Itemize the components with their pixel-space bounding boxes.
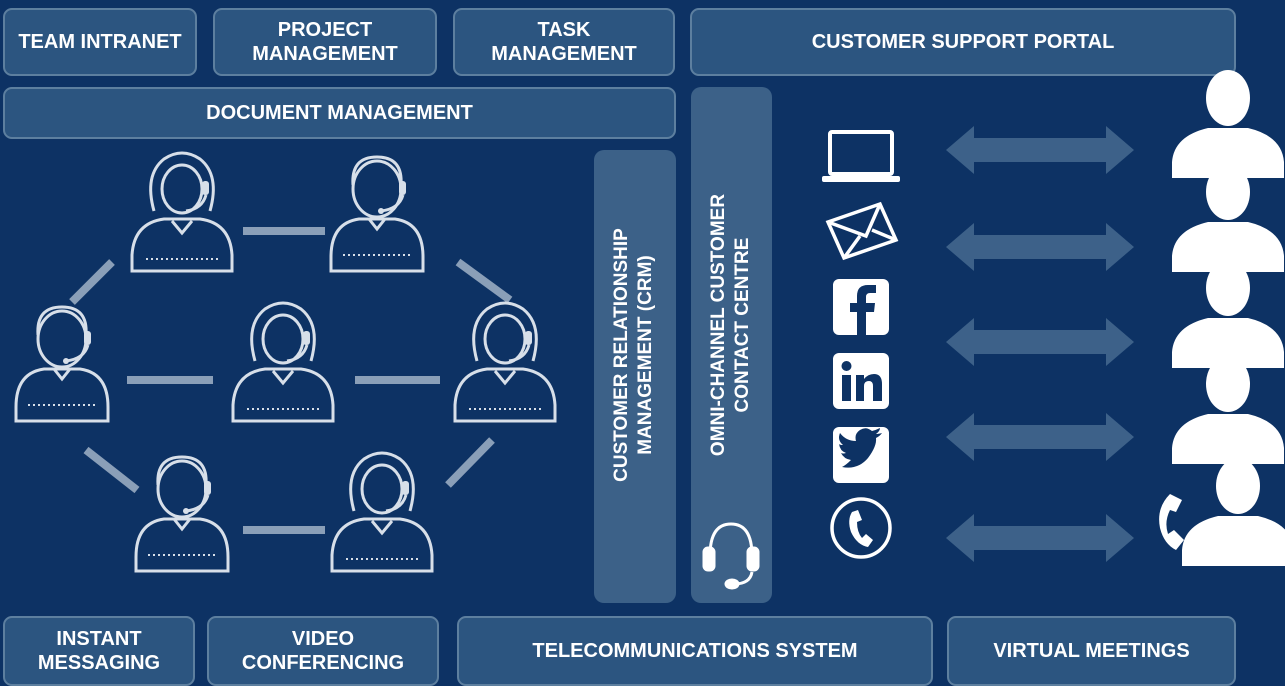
envelope-icon (825, 201, 899, 261)
project-management-box: PROJECT MANAGEMENT (213, 8, 437, 76)
customer-icon-3 (1172, 260, 1284, 368)
customer-support-portal-box: CUSTOMER SUPPORT PORTAL (690, 8, 1236, 76)
team-intranet-box: TEAM INTRANET (3, 8, 197, 76)
laptop-icon (822, 130, 900, 182)
task-management-box: TASK MANAGEMENT (453, 8, 675, 76)
agent-icon-4 (231, 301, 335, 423)
agent-icon-5 (453, 301, 557, 423)
linkedin-icon (833, 353, 889, 409)
customer-icon-1 (1172, 70, 1284, 178)
customer-phone-icon (1159, 494, 1184, 550)
arrow-2 (946, 223, 1134, 271)
virtual-meetings-box: VIRTUAL MEETINGS (947, 616, 1236, 686)
customer-icon-2 (1172, 164, 1284, 272)
arrow-1 (946, 126, 1134, 174)
arrow-4 (946, 413, 1134, 461)
arrow-5 (946, 514, 1134, 562)
facebook-icon (833, 279, 889, 335)
contact-centre-bar (691, 87, 772, 603)
crm-bar (594, 150, 676, 603)
customer-icon-4 (1172, 356, 1284, 464)
document-management-box: DOCUMENT MANAGEMENT (3, 87, 676, 139)
headset-icon (702, 522, 760, 590)
customer-icon-5 (1182, 458, 1285, 566)
network-connectors (69, 227, 513, 534)
twitter-icon (833, 427, 889, 483)
agent-icon-6 (134, 455, 230, 573)
telecommunications-system-box: TELECOMMUNICATIONS SYSTEM (457, 616, 933, 686)
agent-icon-1 (130, 151, 234, 273)
phone-icon (830, 497, 892, 559)
agent-icon-2 (329, 155, 425, 273)
agent-icon-3 (14, 305, 110, 423)
instant-messaging-box: INSTANT MESSAGING (3, 616, 195, 686)
arrow-3 (946, 318, 1134, 366)
video-conferencing-box: VIDEO CONFERENCING (207, 616, 439, 686)
agent-icon-7 (330, 451, 434, 573)
